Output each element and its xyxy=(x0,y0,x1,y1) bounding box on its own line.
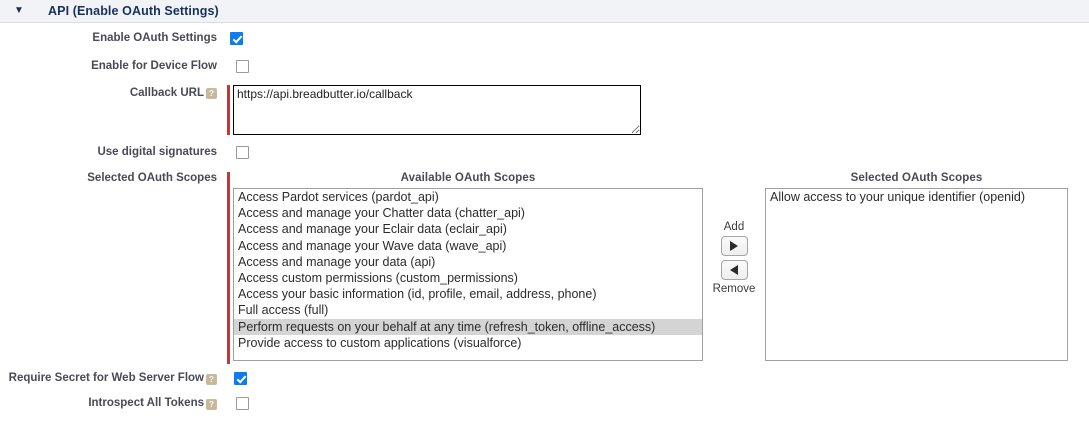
field-enable-oauth-settings xyxy=(222,32,243,45)
section-title: API (Enable OAuth Settings) xyxy=(48,4,219,18)
required-indicator-callback-url xyxy=(227,85,230,135)
selected-scopes-column: Selected OAuth Scopes Allow access to yo… xyxy=(765,172,1068,361)
help-icon-require-secret[interactable]: ? xyxy=(206,373,217,385)
field-require-secret-web-server-flow xyxy=(222,372,247,385)
row-selected-oauth-scopes: Selected OAuth Scopes Available OAuth Sc… xyxy=(0,172,1089,364)
scope-option[interactable]: Access your basic information (id, profi… xyxy=(238,287,597,302)
checkbox-enable-device-flow[interactable] xyxy=(236,60,249,73)
field-enable-device-flow xyxy=(222,60,249,73)
scope-option[interactable]: Allow access to your unique identifier (… xyxy=(770,190,1025,204)
field-introspect-all-tokens xyxy=(222,397,249,410)
checkbox-enable-oauth-settings[interactable] xyxy=(230,32,243,45)
oauth-settings-form: Enable OAuth Settings Enable for Device … xyxy=(0,32,1089,410)
required-indicator-selected-scopes xyxy=(227,172,230,364)
scope-option[interactable]: Access custom permissions (custom_permis… xyxy=(238,271,518,286)
arrow-left-icon xyxy=(730,265,738,275)
scope-option[interactable]: Provide access to custom applications (v… xyxy=(238,335,522,350)
add-button-caption: Add xyxy=(723,221,745,233)
row-use-digital-signatures: Use digital signatures xyxy=(0,146,1089,159)
label-require-secret-web-server-flow: Require Secret for Web Server Flow ? xyxy=(0,372,222,385)
scope-option[interactable]: Access Pardot services (pardot_api) xyxy=(238,190,439,204)
label-callback-url: Callback URL ? xyxy=(0,85,222,99)
help-icon-introspect-all-tokens[interactable]: ? xyxy=(206,398,217,410)
available-scopes-title: Available OAuth Scopes xyxy=(400,172,536,184)
label-introspect-all-tokens: Introspect All Tokens ? xyxy=(0,397,222,410)
scope-option[interactable]: Access and manage your Chatter data (cha… xyxy=(238,206,525,221)
row-enable-device-flow: Enable for Device Flow xyxy=(0,60,1089,73)
help-icon-callback-url[interactable]: ? xyxy=(206,88,217,99)
arrow-right-icon xyxy=(730,241,738,251)
checkbox-introspect-all-tokens[interactable] xyxy=(236,397,249,410)
row-callback-url: Callback URL ? xyxy=(0,85,1089,135)
row-introspect-all-tokens: Introspect All Tokens ? xyxy=(0,397,1089,410)
scope-picker: Available OAuth Scopes Access Pardot ser… xyxy=(233,172,1068,361)
selected-scopes-listbox[interactable]: Allow access to your unique identifier (… xyxy=(765,188,1068,361)
remove-button-caption: Remove xyxy=(712,283,756,295)
remove-scope-button[interactable] xyxy=(720,260,748,280)
available-scopes-listbox[interactable]: Access Pardot services (pardot_api) Acces… xyxy=(233,188,703,361)
scope-option[interactable]: Perform requests on your behalf at any t… xyxy=(234,318,702,335)
label-use-digital-signatures: Use digital signatures xyxy=(97,146,217,158)
label-selected-oauth-scopes: Selected OAuth Scopes xyxy=(87,172,217,184)
field-use-digital-signatures xyxy=(222,146,249,159)
transfer-buttons: Add Remove xyxy=(703,172,765,296)
callback-url-textarea[interactable] xyxy=(233,85,641,135)
section-header[interactable]: ▼ API (Enable OAuth Settings) xyxy=(0,0,1089,23)
checkbox-use-digital-signatures[interactable] xyxy=(236,146,249,159)
collapse-triangle-down-icon[interactable]: ▼ xyxy=(14,5,24,16)
row-enable-oauth-settings: Enable OAuth Settings xyxy=(0,32,1089,45)
field-callback-url xyxy=(222,85,641,135)
selected-scopes-title: Selected OAuth Scopes xyxy=(850,172,983,184)
row-require-secret-web-server-flow: Require Secret for Web Server Flow ? xyxy=(0,372,1089,385)
scope-option[interactable]: Full access (full) xyxy=(238,303,329,318)
field-selected-oauth-scopes: Available OAuth Scopes Access Pardot ser… xyxy=(222,172,1068,364)
scope-option[interactable]: Access and manage your Wave data (wave_a… xyxy=(238,238,507,253)
add-scope-button[interactable] xyxy=(720,236,748,256)
checkbox-require-secret-web-server-flow[interactable] xyxy=(234,372,247,385)
scope-option[interactable]: Access and manage your data (api) xyxy=(238,254,436,269)
available-scopes-column: Available OAuth Scopes Access Pardot ser… xyxy=(233,172,703,361)
label-enable-oauth-settings: Enable OAuth Settings xyxy=(92,32,217,44)
scope-option[interactable]: Access and manage your Eclair data (ecla… xyxy=(238,222,507,237)
label-enable-device-flow: Enable for Device Flow xyxy=(91,60,217,72)
